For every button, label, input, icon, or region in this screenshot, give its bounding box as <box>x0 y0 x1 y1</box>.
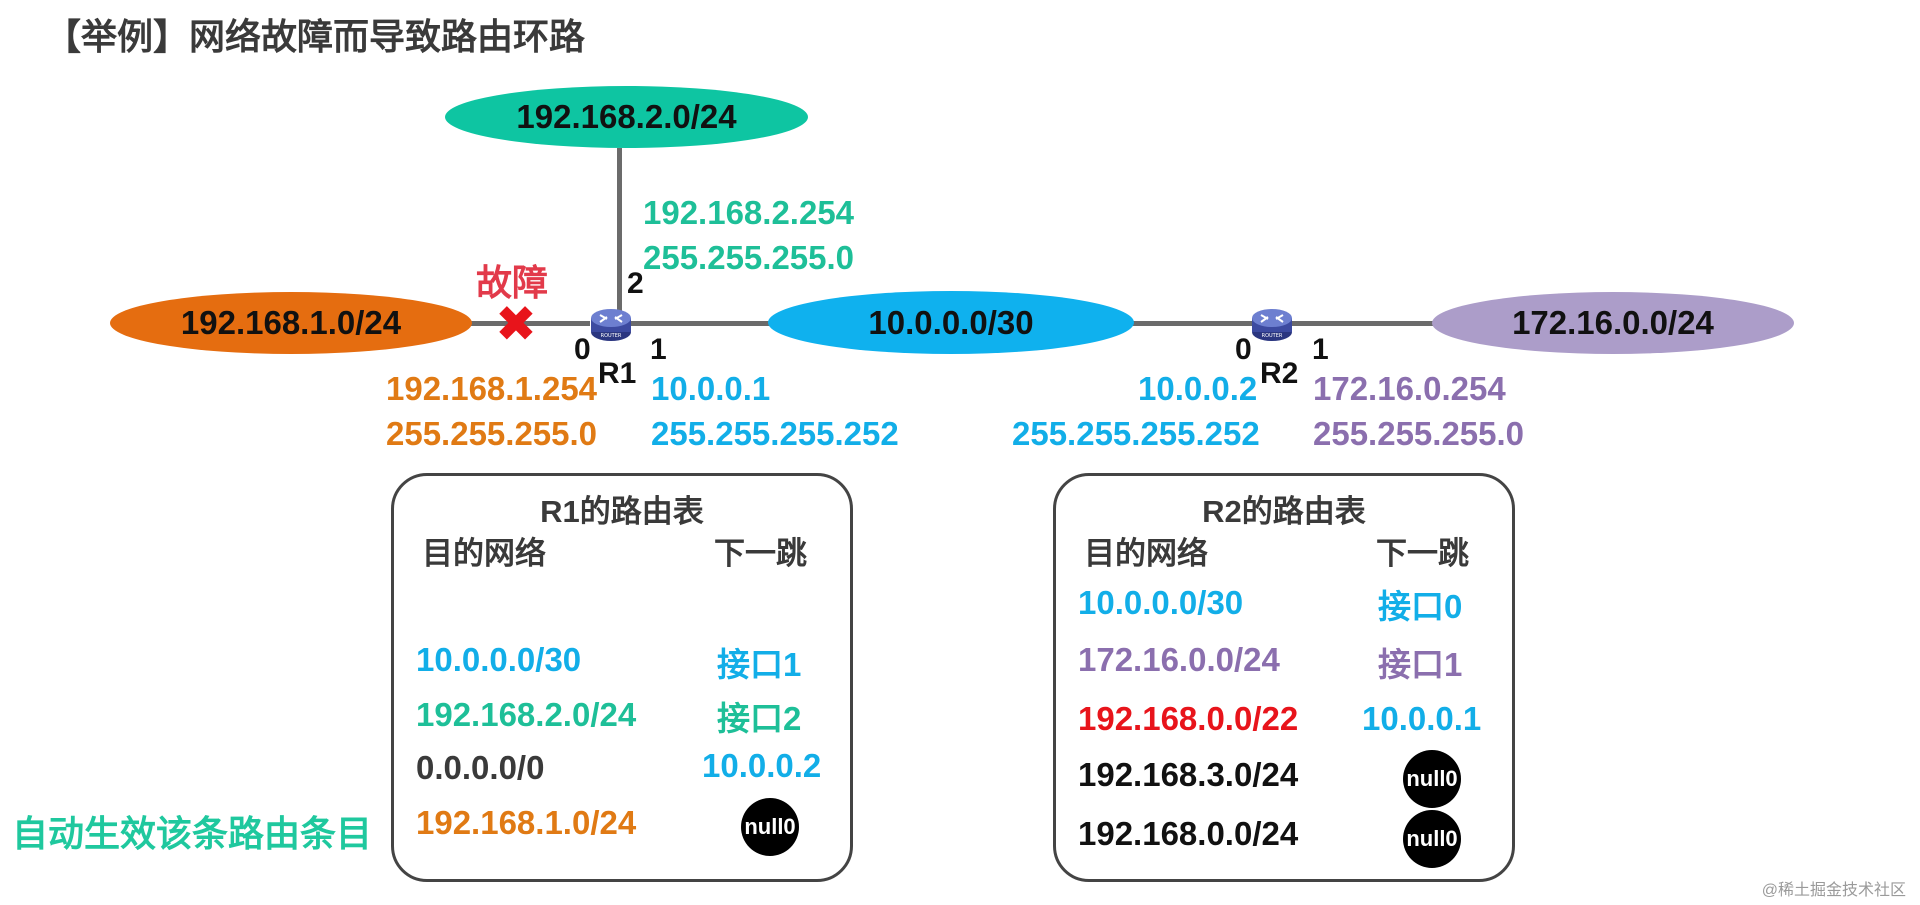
r1-col-next: 下一跳 <box>714 536 807 571</box>
r2-row1-dest: 10.0.0.0/30 <box>1078 584 1244 621</box>
r2-row5-dest: 192.168.0.0/24 <box>1078 815 1299 852</box>
router-r1-icon: ROUTER <box>590 306 632 347</box>
r2-port-1: 1 <box>1312 333 1329 366</box>
r1-row4-dest: 192.168.1.0/24 <box>416 804 637 841</box>
r1-row2-dest: 192.168.2.0/24 <box>416 696 637 733</box>
r1-if0-mask: 255.255.255.0 <box>386 415 598 452</box>
fault-label: 故障 <box>476 262 549 303</box>
r2-row2-next: 接口1 <box>1378 646 1463 683</box>
r2-row3-next: 10.0.0.1 <box>1362 700 1482 737</box>
r1-port-0: 0 <box>574 333 591 366</box>
r1-row2-next: 接口2 <box>717 700 802 737</box>
r1-routing-table: R1的路由表 目的网络 下一跳 10.0.0.0/30 接口1 192.168.… <box>391 473 853 882</box>
r2-routing-table: R2的路由表 目的网络 下一跳 10.0.0.0/30 接口0 172.16.0… <box>1053 473 1515 882</box>
link-r1-top <box>617 148 622 312</box>
router-r2-icon: ROUTER <box>1251 306 1293 347</box>
network-left: 192.168.1.0/24 <box>110 292 472 354</box>
r1-if2-mask: 255.255.255.0 <box>643 239 855 276</box>
r2-table-title: R2的路由表 <box>1202 494 1366 529</box>
r2-row3-dest: 192.168.0.0/22 <box>1078 700 1299 737</box>
r2-if1-mask: 255.255.255.0 <box>1313 415 1525 452</box>
r1-table-title: R1的路由表 <box>540 494 704 529</box>
r2-port-0: 0 <box>1235 333 1252 366</box>
fault-cross-icon: ✖ <box>495 296 537 352</box>
r2-col-dest: 目的网络 <box>1084 536 1208 571</box>
link-middle-r2 <box>1132 321 1252 326</box>
r1-port-2: 2 <box>627 267 644 300</box>
r2-if1-ip: 172.16.0.254 <box>1313 370 1506 407</box>
r2-name: R2 <box>1260 357 1299 390</box>
r2-row1-next: 接口0 <box>1378 588 1463 625</box>
link-r1-middle <box>630 321 770 326</box>
network-middle: 10.0.0.0/30 <box>768 291 1134 354</box>
page-title: 【举例】网络故障而导致路由环路 <box>45 16 586 57</box>
r2-row4-next-null0: null0 <box>1403 750 1461 808</box>
r1-row3-dest: 0.0.0.0/0 <box>416 749 545 786</box>
r1-if1-ip: 10.0.0.1 <box>651 370 771 407</box>
r2-row5-next-null0: null0 <box>1403 810 1461 868</box>
r1-if1-mask: 255.255.255.252 <box>651 415 899 452</box>
r1-row4-next-null0: null0 <box>741 798 799 856</box>
watermark: @稀土掘金技术社区 <box>1761 882 1906 899</box>
r2-row4-dest: 192.168.3.0/24 <box>1078 756 1299 793</box>
svg-text:ROUTER: ROUTER <box>1262 333 1283 339</box>
r1-row3-next: 10.0.0.2 <box>702 747 822 784</box>
r2-row2-dest: 172.16.0.0/24 <box>1078 641 1280 678</box>
r1-port-1: 1 <box>650 333 667 366</box>
network-top: 192.168.2.0/24 <box>445 86 808 148</box>
link-r2-right <box>1290 321 1435 326</box>
svg-text:ROUTER: ROUTER <box>601 333 622 339</box>
r1-row1-dest: 10.0.0.0/30 <box>416 641 582 678</box>
r1-name: R1 <box>598 357 637 390</box>
r2-if0-ip: 10.0.0.2 <box>1138 370 1258 407</box>
r1-if0-ip: 192.168.1.254 <box>386 370 598 407</box>
network-right: 172.16.0.0/24 <box>1432 292 1794 354</box>
link-left-r1 <box>470 321 590 326</box>
r2-if0-mask: 255.255.255.252 <box>1012 415 1260 452</box>
r1-col-dest: 目的网络 <box>422 536 546 571</box>
r2-col-next: 下一跳 <box>1376 536 1469 571</box>
auto-route-note: 自动生效该条路由条目 <box>12 813 373 854</box>
r1-if2-ip: 192.168.2.254 <box>643 194 855 231</box>
r1-row1-next: 接口1 <box>717 646 802 683</box>
